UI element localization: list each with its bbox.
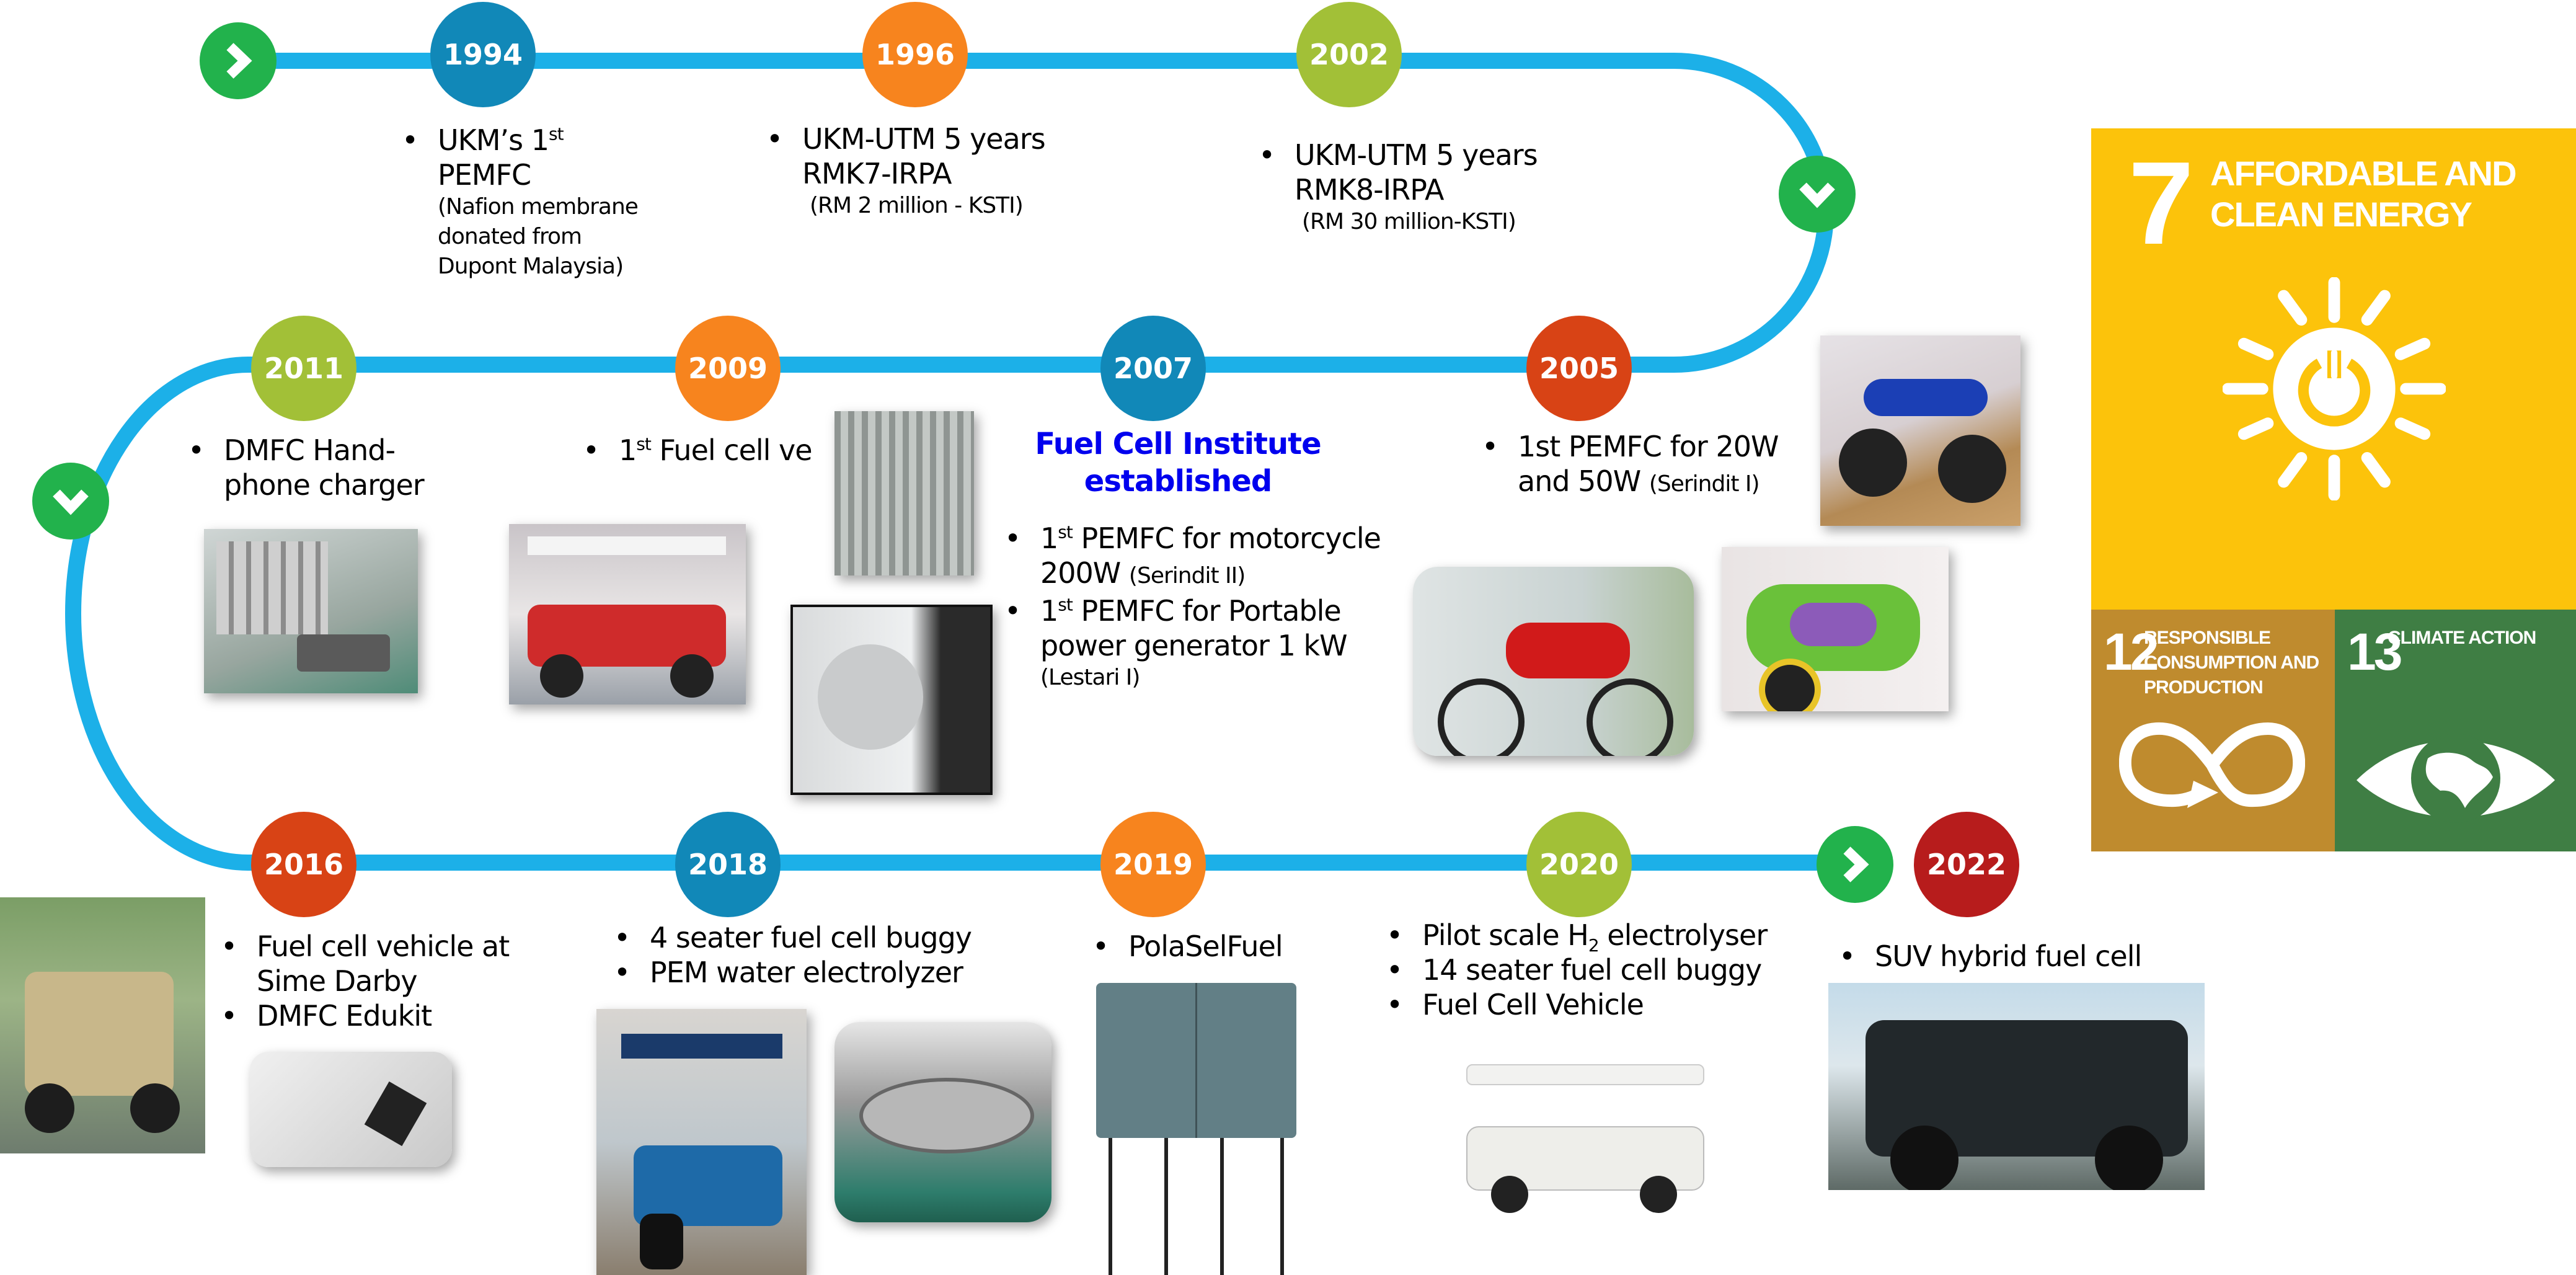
photo-4-seater-buggy	[596, 1009, 807, 1275]
year-marker-2019: 2019	[1100, 812, 1206, 917]
year-marker-2002: 2002	[1296, 2, 1402, 107]
event-2009-text: 1st Fuel cell ve	[583, 433, 893, 468]
sdg-12-tile: 12 RESPONSIBLE CONSUMPTION AND PRODUCTIO…	[2091, 610, 2335, 851]
event-2002-text: UKM-UTM 5 years RMK8-IRPA (RM 30 million…	[1259, 138, 1581, 237]
event-2007-text: 1st PEMFC for motorcycle 200W (Serindit …	[1004, 521, 1426, 693]
year-marker-2022: 2022	[1914, 812, 2019, 917]
sdg-title: AFFORDABLE AND CLEAN ENERGY	[2210, 154, 2517, 234]
event-2018-text: 4 seater fuel cell buggy PEM water elect…	[614, 920, 1048, 990]
event-1996-text: UKM-UTM 5 years RMK7-IRPA (RM 2 million …	[766, 122, 1089, 221]
year-marker-1994: 1994	[430, 2, 536, 107]
photo-toy-scooter	[1722, 547, 1949, 711]
sun-power-icon	[2223, 277, 2446, 500]
sdg-number: 7	[2128, 138, 2194, 269]
year-marker-2009: 2009	[675, 316, 781, 421]
photo-pem-water-electrolyzer	[834, 1022, 1051, 1222]
sdg-7-tile: 7 AFFORDABLE AND CLEAN ENERGY	[2091, 128, 2576, 610]
year-marker-2007: 2007	[1100, 316, 1206, 421]
photo-sime-darby-vehicle	[0, 897, 205, 1153]
year-marker-2005: 2005	[1526, 316, 1632, 421]
sdg-13-tile: 13 CLIMATE ACTION	[2335, 610, 2576, 851]
event-note: (Lestari I)	[1040, 665, 1140, 690]
photo-dmfc-edukit	[250, 1052, 452, 1167]
photo-fuel-cell-golf-cart	[509, 524, 746, 704]
sdg-number: 12	[2104, 623, 2159, 681]
down-arrow-icon	[1779, 156, 1856, 233]
photo-fuel-cell-motorcycle	[1413, 567, 1694, 756]
sdg-title: CLIMATE ACTION	[2388, 628, 2536, 648]
photo-portable-generator	[790, 605, 993, 795]
year-marker-2018: 2018	[675, 812, 781, 917]
event-2005-text: 1st PEMFC for 20W and 50W (Serindit I)	[1482, 429, 1829, 502]
eye-globe-icon	[2357, 734, 2555, 823]
event-2019-text: PolaSelFuel	[1092, 929, 1340, 964]
event-note: (RM 30 million-KSTI)	[1302, 209, 1516, 234]
event-2007-heading: Fuel Cell Institute established	[1035, 427, 1321, 499]
photo-14-seater-buggy	[1454, 1052, 1717, 1224]
down-arrow-icon	[32, 463, 109, 540]
photo-dmfc-phone-charger	[204, 529, 418, 693]
start-arrow-icon	[200, 22, 277, 99]
infinity-icon	[2119, 722, 2305, 808]
event-2022-text: SUV hybrid fuel cell	[1839, 939, 2236, 974]
year-marker-1996: 1996	[862, 2, 968, 107]
year-marker-2011: 2011	[251, 316, 356, 421]
year-marker-2016: 2016	[251, 812, 356, 917]
photo-fuel-cell-stack	[834, 411, 974, 575]
event-2011-text: DMFC Hand-phone charger	[188, 433, 448, 502]
end-arrow-icon	[1817, 826, 1893, 903]
event-note: (RM 2 million - KSTI)	[810, 193, 1024, 218]
event-2016-text: Fuel cell vehicle at Sime Darby DMFC Edu…	[221, 929, 568, 1033]
photo-fuel-cell-atv	[1820, 335, 2021, 526]
event-2020-text: Pilot scale H2 electrolyser 14 seater fu…	[1386, 918, 1833, 1022]
sdg-title: RESPONSIBLE CONSUMPTION AND PRODUCTION	[2144, 628, 2319, 698]
event-1994-text: UKM’s 1st PEMFC (Nafion membrane donated…	[402, 123, 662, 282]
sdg-number: 13	[2347, 623, 2402, 681]
photo-polaselfuel-cabinet	[1096, 983, 1296, 1275]
year-marker-2020: 2020	[1526, 812, 1632, 917]
event-note: (Nafion membrane donated from Dupont Mal…	[438, 194, 639, 279]
photo-suv-hybrid-fuel-cell	[1828, 983, 2205, 1190]
